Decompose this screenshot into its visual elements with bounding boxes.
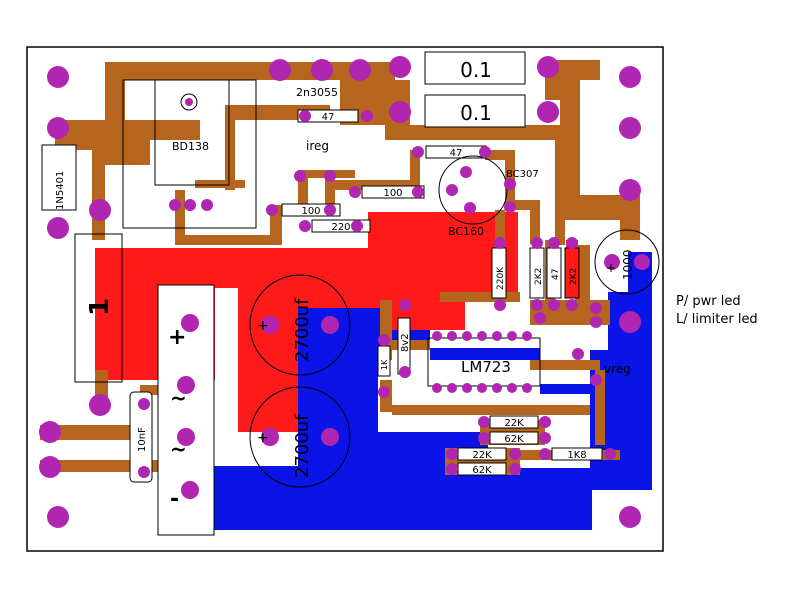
resistor-62k-label-b: 62K xyxy=(472,465,492,476)
bridge-tilde-label-a: ~ xyxy=(170,386,187,410)
resistor-220-label: 220 xyxy=(331,222,350,233)
capacitor-2700-label-a: 2700uf xyxy=(292,298,313,362)
resistor-1k8-label: 1K8 xyxy=(567,450,586,461)
resistor-2k2-label-b: 2K2 xyxy=(569,268,579,285)
resistor-22k-label-a: 22K xyxy=(504,418,524,429)
resistor-100-label-a: 100 xyxy=(383,188,402,199)
solder-pads xyxy=(39,56,650,528)
vreg-label: vreg xyxy=(604,362,631,376)
zener-8v2-label: 8v2 xyxy=(400,333,411,352)
bridge-plus-label: + xyxy=(168,325,186,350)
bd138-hole-center xyxy=(185,98,193,106)
transistor-bd138-label: BD138 xyxy=(172,140,209,153)
resistor-1k-label: 1K xyxy=(380,359,389,370)
diode-1n5401-label: 1N5401 xyxy=(55,171,66,210)
capacitor-1000-plus: + xyxy=(606,261,616,275)
small-pads xyxy=(169,110,616,475)
resistor-47-label-a: 47 xyxy=(322,112,335,123)
resistor-100-label-b: 100 xyxy=(301,206,320,217)
bridge-tilde-label-b: ~ xyxy=(170,437,187,461)
capacitor-10nf-label: 10nF xyxy=(137,427,148,452)
resistor-220k-label: 220K xyxy=(496,266,506,290)
legend-limiter-led: L/ limiter led xyxy=(676,312,758,327)
resistor-0.1-bottom-label: 0.1 xyxy=(460,101,492,125)
resistor-47-label-c: 47 xyxy=(551,269,561,280)
resistor-0.1-top-label: 0.1 xyxy=(460,58,492,82)
capacitor-2700-plus-a: + xyxy=(257,318,269,334)
blue-trace-ic xyxy=(430,348,540,360)
capacitor-2700-label-b: 2700uf xyxy=(292,414,313,478)
resistor-2k2-label-a: 2K2 xyxy=(534,268,544,285)
capacitor-2700-plus-b: + xyxy=(257,430,269,446)
bridge-minus-label: - xyxy=(170,487,179,512)
blue-trace-vreg xyxy=(540,384,590,394)
transistor-bc307-label: BC307 xyxy=(506,169,539,180)
ic-lm723-label: LM723 xyxy=(461,358,511,376)
transistor-2n3055-label: 2n3055 xyxy=(296,86,338,99)
fuse-mark: 1 xyxy=(85,298,115,316)
ireg-label: ireg xyxy=(306,139,329,153)
blue-copper-plane xyxy=(188,252,652,530)
capacitor-1000-label: 1000 xyxy=(621,249,635,280)
legend-power-led: P/ pwr led xyxy=(676,294,741,309)
transistor-bc160-label: BC160 xyxy=(448,225,484,238)
resistor-47-label-b: 47 xyxy=(450,148,463,159)
resistor-62k-label-a: 62K xyxy=(504,434,524,445)
resistor-22k-label-b: 22K xyxy=(472,450,492,461)
